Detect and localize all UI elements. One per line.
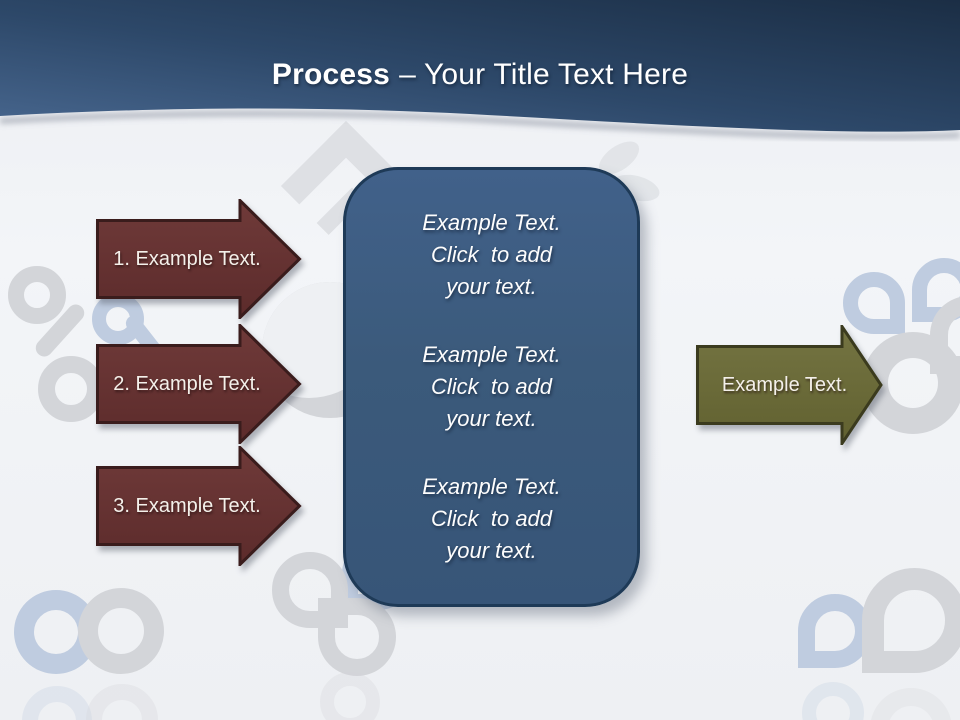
title-keyword: Process	[271, 58, 391, 91]
placeholder-text-3[interactable]: Example Text. Click to add your text.	[422, 474, 561, 563]
result-arrow[interactable]: Example Text.	[696, 325, 883, 445]
watermark-reflection-icon	[802, 682, 864, 720]
watermark-ring-icon	[78, 588, 164, 674]
process-step-arrow-3[interactable]: 3. Example Text.	[96, 446, 302, 566]
watermark-teardrop-icon	[798, 594, 872, 668]
watermark-teardrop-icon	[318, 598, 396, 676]
right-arrow-icon	[696, 325, 883, 445]
process-step-arrow-2[interactable]: 2. Example Text.	[96, 324, 302, 444]
watermark-reflection-icon	[320, 672, 380, 720]
watermark-teardrop-icon	[930, 296, 960, 374]
placeholder-text-2[interactable]: Example Text. Click to add your text.	[422, 342, 561, 431]
watermark-ring-icon	[8, 266, 66, 324]
right-arrow-icon	[96, 199, 302, 319]
title-subtitle: – Your Title Text Here	[399, 58, 689, 91]
right-arrow-icon	[96, 446, 302, 566]
header-curve-shadow	[0, 110, 960, 140]
watermark-teardrop-icon	[843, 272, 905, 334]
process-step-arrow-1[interactable]: 1. Example Text.	[96, 199, 302, 319]
watermark-ring-icon	[38, 356, 104, 422]
watermark-teardrop-icon	[862, 568, 960, 673]
center-text-box[interactable]: Example Text. Click to add your text. Ex…	[343, 167, 640, 607]
watermark-reflection-icon	[22, 686, 92, 720]
header-curve-shape	[0, 0, 960, 132]
watermark-reflection-icon	[86, 684, 158, 720]
slide-title: Process– Your Title Text Here	[0, 57, 960, 93]
placeholder-text-1[interactable]: Example Text. Click to add your text.	[422, 210, 561, 299]
watermark-reflection-icon	[870, 688, 952, 720]
right-arrow-icon	[96, 324, 302, 444]
header-band	[0, 0, 960, 140]
